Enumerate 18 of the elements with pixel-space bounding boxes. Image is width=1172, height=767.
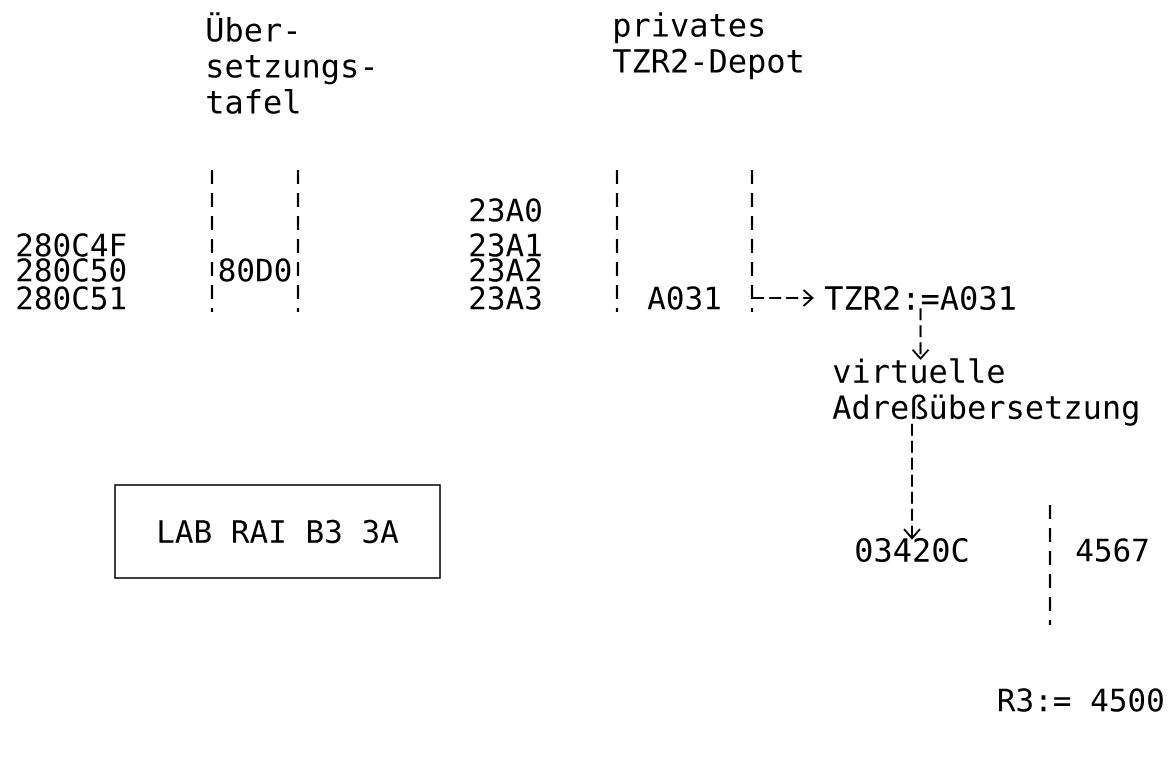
table-cell: A031 bbox=[647, 286, 720, 310]
address-label: 23A1 bbox=[470, 233, 541, 257]
address-label: 4567 bbox=[1076, 538, 1148, 562]
step-text: virtuelle Adreßübersetzung bbox=[832, 358, 1138, 426]
address-label: 280C4F bbox=[17, 233, 126, 257]
address-label: 23A2 bbox=[470, 258, 541, 282]
arrow bbox=[751, 289, 814, 307]
address-label: 23A0 bbox=[470, 198, 541, 222]
address-label: 280C50 bbox=[17, 258, 126, 282]
arrow bbox=[903, 422, 921, 540]
arrow bbox=[911, 307, 930, 361]
address-label: 280C51 bbox=[17, 286, 126, 310]
step-text: 03420C bbox=[856, 537, 968, 563]
step-text: TZR2:=A031 bbox=[824, 285, 1015, 311]
table-cell: 80D0 bbox=[219, 258, 291, 282]
text-box: LAB RAI B3 3A bbox=[114, 484, 441, 579]
address-label: R3:= 4500 bbox=[999, 688, 1163, 712]
address-label: 23A3 bbox=[470, 286, 541, 310]
